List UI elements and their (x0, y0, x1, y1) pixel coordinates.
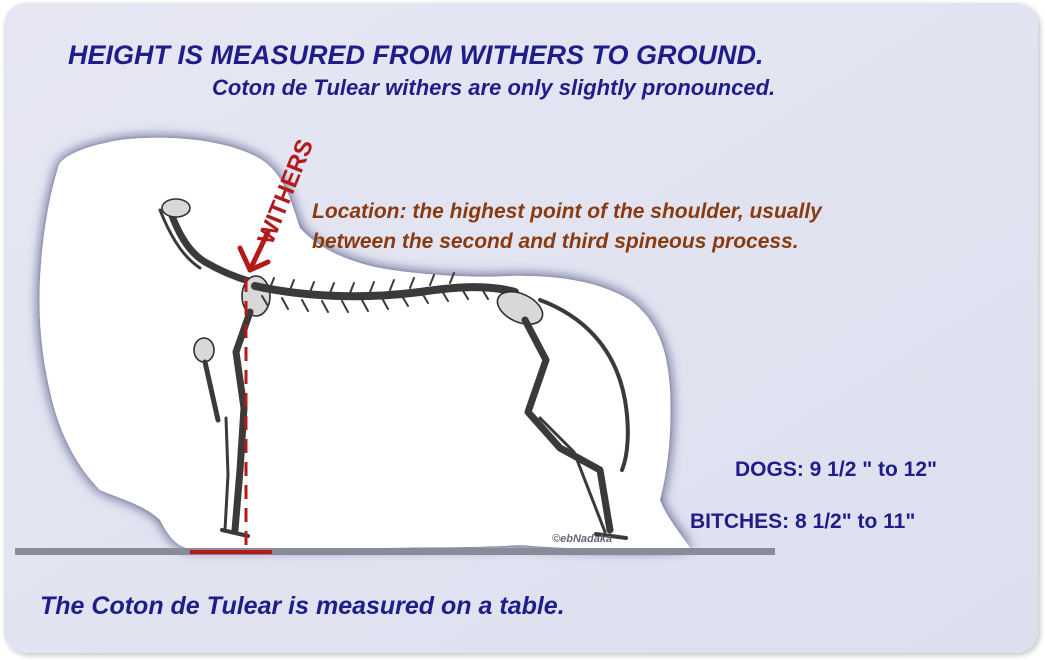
footer-caption: The Coton de Tulear is measured on a tab… (40, 592, 565, 620)
bitches-height: BITCHES: 8 1/2" to 11" (690, 510, 915, 533)
title: HEIGHT IS MEASURED FROM WITHERS TO GROUN… (68, 40, 764, 70)
table-ground-line (15, 548, 775, 555)
location-note-line1: Location: the highest point of the shoul… (312, 200, 823, 223)
location-note-line2: between the second and third spineous pr… (312, 230, 799, 253)
image-credit: ©ebNadaka (552, 533, 612, 545)
subtitle: Coton de Tulear withers are only slightl… (212, 75, 775, 100)
dogs-height: DOGS: 9 1/2 " to 12" (735, 458, 937, 481)
